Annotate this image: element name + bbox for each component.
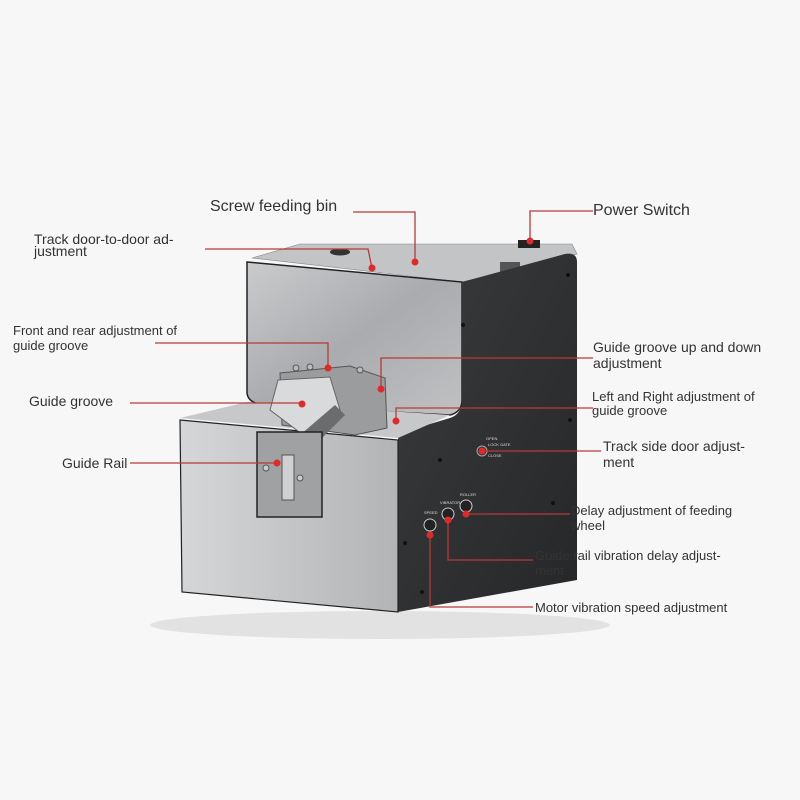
label-guide-rail: Guide Rail [62,455,128,471]
speed-text: SPEED [424,510,438,515]
label-line: Guide groove up and down [593,339,762,355]
label-track-side-door: Track side door adjust- ment [603,439,745,469]
label-motor-vibration-speed: Motor vibration speed adjustment [535,600,728,615]
label-line: ment [603,454,635,470]
vibrator-text: VIBRATOR [440,500,460,505]
label-screw-feeding-bin: Screw feeding bin [210,198,338,215]
label-line: justment [34,243,87,259]
label-delay-feeding-wheel: Delay adjustment of feeding wheel [571,504,732,532]
label-left-right-adjustment: Left and Right adjustment of guide groov… [592,390,755,417]
bin-hole [330,248,350,256]
label-line: Left and Right adjustment of [592,389,755,404]
label-line: Front and rear adjustment of [13,323,178,338]
label-power-switch: Power Switch [593,202,690,219]
label-line: ment [535,563,564,578]
gate-open-text: OPEN [486,436,497,441]
marker-dots [273,237,534,539]
leader-lines [130,210,601,608]
guide-rail [281,454,295,501]
label-track-door: Track door-to-door ad- justment [34,232,174,258]
label-line: Guide rail vibration delay adjust- [535,548,721,563]
side-panel [398,253,577,612]
label-line: Track door-to-door ad- [34,231,174,247]
label-line: Track side door adjust- [603,438,745,454]
label-line: guide groove [13,338,89,353]
label-up-down-adjustment: Guide groove up and down adjustment [593,340,761,370]
roller-text: ROLLER [460,492,476,497]
label-line: guide groove [592,403,668,418]
roller-knob[interactable] [459,499,473,513]
label-line: wheel [571,518,605,533]
label-line: adjustment [593,355,662,371]
label-guide-groove: Guide groove [29,393,114,409]
gate-lock-text: LOCK GATE [488,442,511,447]
shadow [150,611,610,639]
label-front-rear-adjustment: Front and rear adjustment of guide groov… [13,324,177,352]
gate-close-text: CLOSE [488,453,502,458]
speed-knob[interactable] [423,518,437,532]
label-line: Delay adjustment of feeding [571,503,733,518]
label-rail-vibration-delay: Guide rail vibration delay adjust- ment [535,549,721,577]
